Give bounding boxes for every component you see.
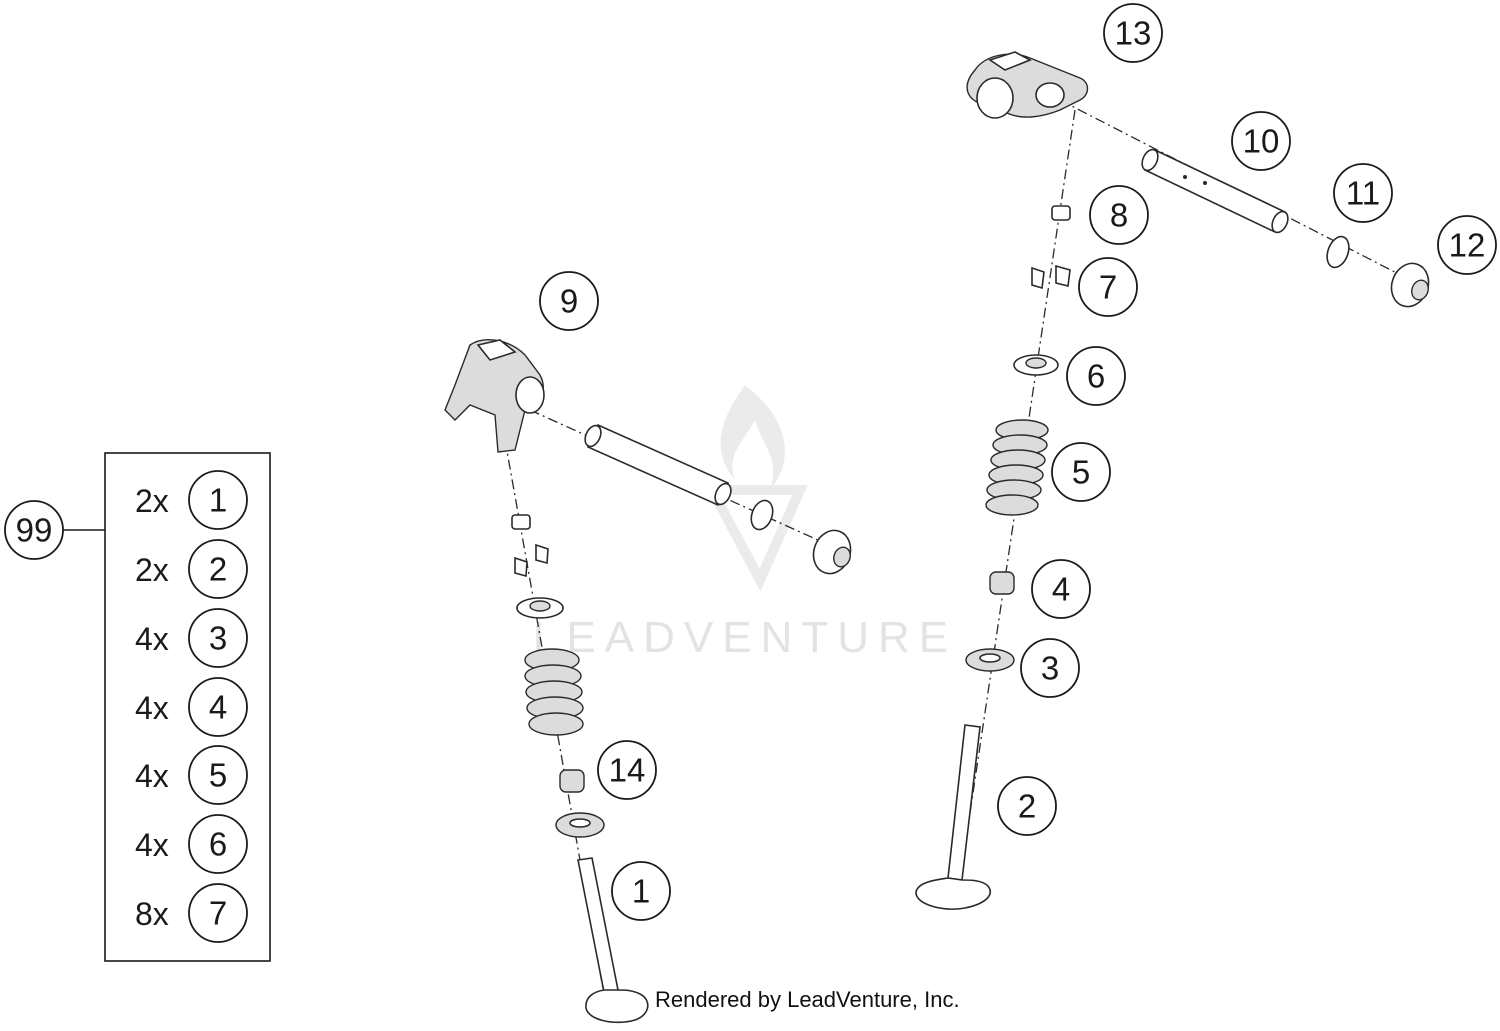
svg-text:6: 6: [1087, 358, 1105, 395]
callout-13: 13: [1103, 3, 1163, 63]
kit-item-2: 2x 2: [135, 539, 248, 599]
callout-9: 9: [539, 271, 599, 331]
svg-text:13: 13: [1115, 15, 1152, 52]
svg-text:8: 8: [1110, 197, 1128, 234]
svg-text:3: 3: [209, 620, 227, 657]
callout-11: 11: [1333, 163, 1393, 223]
svg-text:2: 2: [209, 551, 227, 588]
left-valve-spring: [524, 648, 584, 736]
svg-text:3: 3: [1041, 650, 1059, 687]
svg-text:14: 14: [609, 752, 646, 789]
intake-valve-1: [577, 857, 649, 1024]
callout-8: 8: [1089, 185, 1149, 245]
valve-seal-4: [989, 571, 1015, 595]
svg-text:9: 9: [560, 283, 578, 320]
svg-text:2x: 2x: [135, 483, 169, 519]
watermark-text: LEADVENTURE: [533, 613, 957, 662]
callout-5: 5: [1051, 442, 1111, 502]
rocker-shaft-10: [1141, 148, 1289, 234]
callout-10: 10: [1231, 111, 1291, 171]
right-valve-assembly: [915, 51, 1430, 910]
callout-1: 1: [611, 861, 671, 921]
svg-text:99: 99: [16, 512, 53, 549]
left-valve-assembly: [444, 339, 852, 1024]
washer-11: [1326, 235, 1350, 269]
valve-spring-5: [985, 419, 1049, 516]
kit-item-6: 4x 6: [135, 814, 248, 874]
callout-3: 3: [1020, 638, 1080, 698]
render-credit: Rendered by LeadVenture, Inc.: [655, 987, 960, 1012]
spring-retainer-6: [1013, 354, 1059, 376]
svg-text:4: 4: [1052, 571, 1070, 608]
svg-text:10: 10: [1243, 123, 1280, 160]
callout-14: 14: [597, 740, 657, 800]
callout-2: 2: [997, 776, 1057, 836]
svg-text:11: 11: [1346, 175, 1380, 212]
svg-text:7: 7: [1099, 269, 1117, 306]
valve-keepers-7: [1031, 264, 1071, 290]
svg-text:5: 5: [1072, 454, 1090, 491]
left-valve-keepers: [514, 543, 549, 578]
kit-99: 99 2x 1 2x 2 4x 3 4x 4 4x 5 4x 6 8x: [4, 452, 271, 962]
svg-text:1: 1: [209, 482, 227, 519]
left-washer: [750, 499, 774, 531]
valve-cap-8: [1051, 205, 1071, 221]
callout-6: 6: [1066, 346, 1126, 406]
spring-seat-3: [965, 648, 1015, 672]
callout-99: 99: [4, 500, 64, 560]
left-plug: [812, 529, 852, 575]
svg-text:8x: 8x: [135, 896, 169, 932]
left-rocker-shaft: [584, 423, 732, 507]
svg-text:6: 6: [209, 826, 227, 863]
kit-item-3: 4x 3: [135, 608, 248, 668]
svg-text:7: 7: [209, 895, 227, 932]
left-spring-retainer: [516, 597, 564, 619]
kit-item-1: 2x 1: [135, 470, 248, 530]
flame-logo-icon: [703, 385, 808, 592]
kit-item-7: 8x 7: [135, 883, 248, 943]
kit-item-4: 4x 4: [135, 677, 248, 737]
kit-item-5: 4x 5: [135, 745, 248, 805]
left-valve-cap: [511, 514, 531, 530]
valve-seal-14: [559, 769, 585, 793]
svg-text:4x: 4x: [135, 621, 169, 657]
callout-4: 4: [1031, 559, 1091, 619]
left-spring-seat: [555, 812, 605, 838]
rocker-arm-13: [966, 51, 1089, 119]
svg-text:2x: 2x: [135, 552, 169, 588]
svg-text:4x: 4x: [135, 758, 169, 794]
callout-12: 12: [1437, 215, 1497, 275]
svg-text:4: 4: [209, 689, 227, 726]
watermark: LEADVENTURE: [533, 385, 957, 662]
svg-text:5: 5: [209, 757, 227, 794]
svg-text:12: 12: [1449, 227, 1486, 264]
svg-text:4x: 4x: [135, 827, 169, 863]
plug-12: [1390, 262, 1430, 308]
rocker-arm-9: [444, 339, 545, 453]
callout-7: 7: [1078, 257, 1138, 317]
svg-text:2: 2: [1018, 788, 1036, 825]
svg-text:4x: 4x: [135, 690, 169, 726]
svg-text:1: 1: [632, 873, 650, 910]
left-rocker-shaft-axis: [529, 409, 841, 551]
exhaust-valve-2: [915, 724, 991, 910]
